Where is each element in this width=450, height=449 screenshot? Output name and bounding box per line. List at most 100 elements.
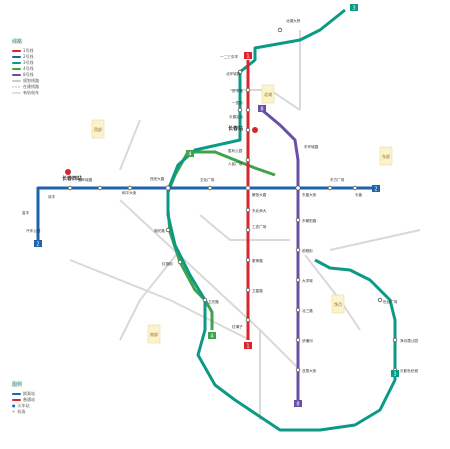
- station-dot[interactable]: [207, 185, 213, 191]
- station-dot[interactable]: [67, 185, 73, 191]
- station-dot[interactable]: [352, 185, 358, 191]
- label-changchun[interactable]: 长春站: [228, 125, 243, 132]
- legend-label: 8号线: [23, 72, 34, 77]
- label-b6[interactable]: 东盛大街: [302, 192, 317, 197]
- label-a9[interactable]: 工农广场: [252, 224, 267, 229]
- label-a3[interactable]: 长春站北: [229, 114, 244, 119]
- area-labels: 北湖 西部 东部 南部 净月: [91, 84, 393, 344]
- label-e3[interactable]: 北三路: [302, 308, 313, 313]
- legend-normal-label: 普通站: [23, 397, 35, 402]
- label-b1[interactable]: 双丰: [48, 194, 56, 199]
- label-e1[interactable]: 前程街: [302, 248, 313, 253]
- station-dot[interactable]: [295, 217, 301, 223]
- legend-label: 2号线: [23, 54, 34, 59]
- station-legend: 图例 换乘站 普通站 ● 火车站 ✈ 机场: [12, 383, 35, 415]
- station-dot[interactable]: [295, 367, 301, 373]
- label-a7[interactable]: 解放大路: [252, 192, 267, 197]
- area-southeast: 净月: [334, 301, 342, 307]
- legend-swatch: [12, 86, 21, 88]
- label-c3[interactable]: 净月潭公园: [400, 338, 418, 343]
- station-dot[interactable]: [245, 107, 251, 113]
- label-d1[interactable]: 湖光路: [154, 228, 165, 233]
- station-dot[interactable]: [245, 185, 251, 191]
- label-changchun-west[interactable]: 长春西站: [62, 175, 82, 182]
- station-dot[interactable]: [97, 185, 103, 191]
- station-dot[interactable]: [245, 317, 251, 323]
- label-g3[interactable]: 世纪广场: [383, 299, 398, 304]
- label-a5[interactable]: 胜利公园: [228, 148, 243, 153]
- station-dot[interactable]: [177, 259, 183, 265]
- label-a4[interactable]: 东环城路: [304, 144, 319, 149]
- station-dot[interactable]: [245, 207, 251, 213]
- label-f1[interactable]: 汽车公园: [26, 228, 41, 233]
- label-a8[interactable]: 东北师大: [252, 208, 267, 213]
- label-c2[interactable]: 长影世纪城: [400, 368, 418, 373]
- label-d4[interactable]: 东朝阳路: [302, 218, 317, 223]
- changchun-station-hub[interactable]: [252, 127, 258, 133]
- station-dot[interactable]: [245, 287, 251, 293]
- station-dot[interactable]: [392, 337, 398, 343]
- changchun-west-station-hub[interactable]: [65, 169, 71, 175]
- label-g2[interactable]: 亚泰大街: [302, 368, 317, 373]
- badge-l4-north-bg: [186, 150, 194, 157]
- station-dot[interactable]: [245, 227, 251, 233]
- badge-l4-south-bg: [208, 332, 216, 339]
- label-b7[interactable]: 东方广场: [330, 177, 345, 182]
- station-dot[interactable]: [295, 307, 301, 313]
- label-d2[interactable]: 红旗街: [162, 261, 173, 266]
- badge-l3-south: 3: [393, 372, 396, 378]
- station-dot[interactable]: [237, 107, 243, 113]
- label-b4[interactable]: 西安大路: [150, 176, 165, 181]
- legend-swatch: [12, 68, 21, 70]
- label-a12[interactable]: 红嘴子: [232, 324, 243, 329]
- station-dot[interactable]: [237, 69, 243, 75]
- station-dot[interactable]: [295, 247, 301, 253]
- station-dot[interactable]: [277, 27, 283, 33]
- legend-label: 4号线: [23, 66, 34, 71]
- label-c4[interactable]: 一二三中学: [220, 54, 238, 59]
- station-dot[interactable]: [165, 185, 171, 191]
- area-southwest-box: [147, 324, 161, 344]
- label-e2[interactable]: 大学城: [302, 278, 313, 283]
- legend-item: 在建线路: [12, 84, 39, 90]
- label-north-ring[interactable]: 北环城路: [226, 71, 241, 76]
- station-dot[interactable]: [295, 337, 301, 343]
- station-dot[interactable]: [165, 227, 171, 233]
- label-a6[interactable]: 人民广场: [228, 161, 243, 166]
- station-dot[interactable]: [327, 185, 333, 191]
- label-f2[interactable]: 富丰: [22, 210, 30, 215]
- station-dot[interactable]: [245, 257, 251, 263]
- station-dot[interactable]: [202, 297, 208, 303]
- label-a11[interactable]: 卫星路: [252, 288, 263, 293]
- label-b5[interactable]: 文化广场: [200, 177, 215, 182]
- badge-l8-north: 8: [260, 107, 263, 113]
- planned-line-a: [119, 199, 301, 371]
- station-dot[interactable]: [245, 157, 251, 163]
- train-icon: ●: [12, 403, 16, 408]
- station-dot[interactable]: [127, 185, 133, 191]
- label-b8[interactable]: 长客: [355, 192, 363, 197]
- badge-l8-south-bg: [294, 400, 302, 407]
- station-labels: 长春西站 长春站 北环城路 庆丰路 一匡街 长春站北 东环城路 胜利公园 人民广…: [22, 18, 418, 373]
- label-a2[interactable]: 一匡街: [232, 100, 243, 105]
- station-dot[interactable]: [377, 297, 383, 303]
- station-dot[interactable]: [295, 185, 301, 191]
- badge-l4-west: 4: [188, 152, 191, 158]
- label-a1[interactable]: 庆丰路: [232, 88, 243, 93]
- station-dot[interactable]: [295, 277, 301, 283]
- area-east: 东部: [382, 153, 390, 159]
- label-b3[interactable]: 和平大街: [122, 190, 137, 195]
- station-dot[interactable]: [245, 87, 251, 93]
- label-a10[interactable]: 繁荣路: [252, 258, 263, 263]
- legend-label: 规划线路: [23, 78, 39, 83]
- label-g1[interactable]: 伊通河: [302, 338, 313, 343]
- label-b2[interactable]: 西环城路: [78, 177, 93, 182]
- station-dot[interactable]: [245, 127, 251, 133]
- label-c1[interactable]: 北湖大桥: [286, 18, 301, 23]
- label-d3[interactable]: 卫光路: [208, 299, 219, 304]
- area-southwest: 南部: [150, 331, 158, 337]
- planned-line-e: [329, 229, 421, 251]
- area-southeast-box: [331, 294, 345, 314]
- legend-item: 2号线: [12, 54, 39, 60]
